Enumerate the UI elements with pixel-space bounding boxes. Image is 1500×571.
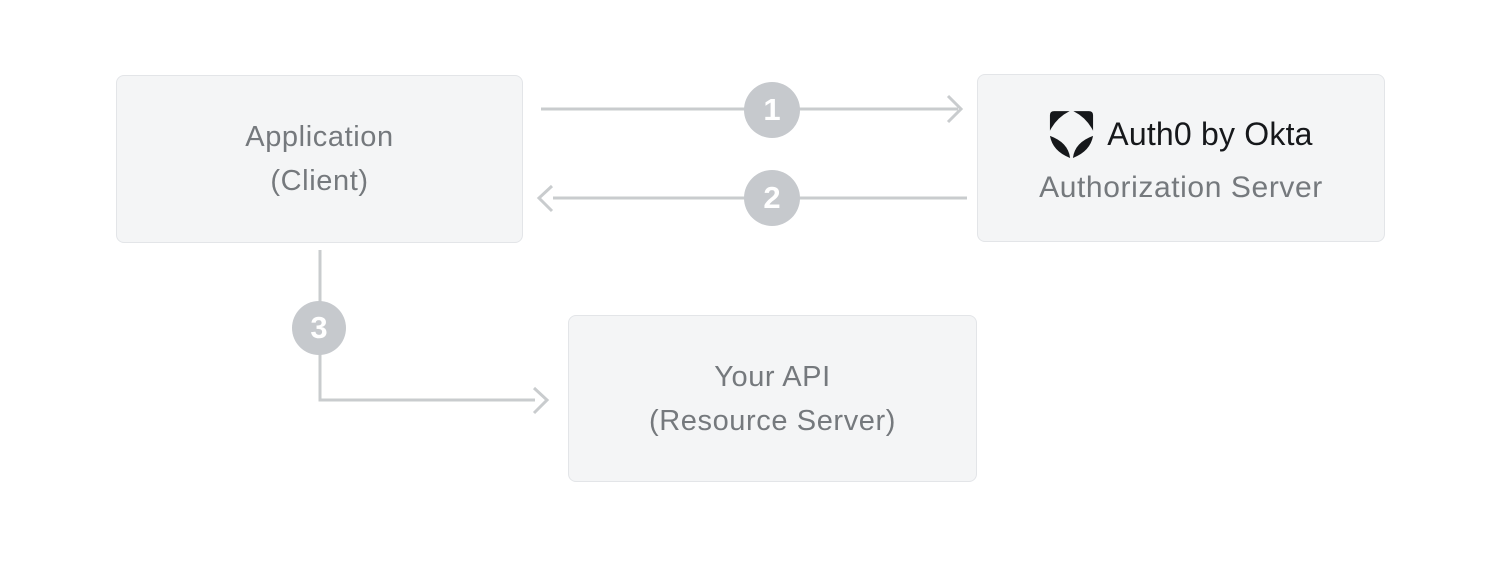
arrow-step-3-elbow bbox=[318, 250, 550, 415]
auth0-wordmark: Auth0 by Okta bbox=[1107, 116, 1313, 152]
api-node: Your API (Resource Server) bbox=[568, 315, 977, 482]
authorization-server-node: Auth0 by Okta Authorization Server bbox=[977, 74, 1385, 242]
api-label-line2: (Resource Server) bbox=[648, 404, 897, 437]
step-3-badge: 3 bbox=[292, 301, 346, 355]
step-2-badge: 2 bbox=[744, 170, 800, 226]
step-2-number: 2 bbox=[763, 180, 781, 215]
application-node: Application (Client) bbox=[116, 75, 523, 243]
step-1-badge: 1 bbox=[744, 82, 800, 138]
authorization-server-label: Authorization Server bbox=[1039, 171, 1323, 204]
step-1-number: 1 bbox=[763, 92, 781, 127]
api-label-line1: Your API bbox=[714, 360, 831, 393]
auth0-brand-row: Auth0 by Okta bbox=[1049, 109, 1312, 159]
application-label-line1: Application bbox=[245, 121, 394, 153]
application-label-line2: (Client) bbox=[270, 165, 369, 197]
step-3-number: 3 bbox=[310, 310, 328, 345]
auth0-shield-icon bbox=[1050, 110, 1094, 158]
